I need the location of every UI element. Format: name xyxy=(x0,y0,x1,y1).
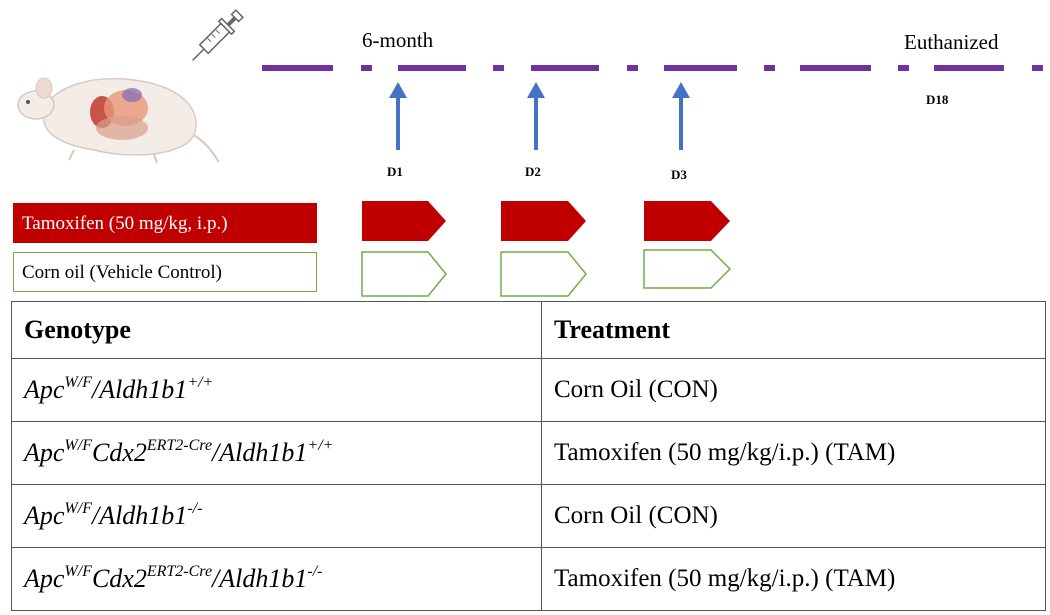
syringe-icon xyxy=(192,9,244,61)
allele-superscript: +/+ xyxy=(307,437,334,454)
genotype-cell: ApcW/F/Aldh1b1-/- xyxy=(11,484,542,548)
arrow-d2 xyxy=(527,82,545,150)
day-label-end: D18 xyxy=(926,92,949,107)
treatment-cell: Tamoxifen (50 mg/kg/i.p.) (TAM) xyxy=(541,547,1046,611)
dose-markers xyxy=(361,201,732,297)
day-label-d2: D2 xyxy=(525,164,541,179)
allele-superscript: +/+ xyxy=(187,374,214,391)
treatment-cell: Corn Oil (CON) xyxy=(541,358,1046,422)
genotype-treatment-table: Genotype Treatment ApcW/F/Aldh1b1+/+ Cor… xyxy=(11,301,1046,611)
corn-oil-dose-d1 xyxy=(361,251,447,297)
allele-superscript: W/F xyxy=(64,500,92,517)
tamoxifen-dose-d3 xyxy=(644,201,730,241)
gene-name: Cdx2 xyxy=(91,564,147,593)
genotype-cell: ApcW/F/Aldh1b1+/+ xyxy=(11,358,542,422)
gene-name: Cdx2 xyxy=(91,438,147,467)
gene-name: Apc xyxy=(24,501,65,530)
table-row: ApcW/F/Aldh1b1+/+ Corn Oil (CON) xyxy=(11,358,1046,422)
genotype-cell: ApcW/FCdx2ERT2-Cre/Aldh1b1+/+ xyxy=(11,421,542,485)
allele-superscript: W/F xyxy=(64,437,92,454)
arrow-d1 xyxy=(389,82,407,150)
table-row: ApcW/FCdx2ERT2-Cre/Aldh1b1+/+ Tamoxifen … xyxy=(11,421,1046,485)
tamoxifen-dose-d2 xyxy=(501,201,586,241)
treatment-cell: Tamoxifen (50 mg/kg/i.p.) (TAM) xyxy=(541,421,1046,485)
timeline-start-label: 6-month xyxy=(362,28,434,52)
corn-oil-dose-d3 xyxy=(643,249,732,289)
table-header-row: Genotype Treatment xyxy=(11,301,1046,359)
gene-name: /Aldh1b1 xyxy=(212,564,308,593)
corn-oil-dose-d2 xyxy=(500,251,587,297)
allele-superscript: W/F xyxy=(64,374,92,391)
gene-name: Apc xyxy=(24,564,65,593)
timeline-line xyxy=(262,65,1043,150)
gene-name: /Aldh1b1 xyxy=(91,501,188,530)
timeline-end-label: Euthanized xyxy=(904,30,999,54)
allele-superscript: ERT2-Cre xyxy=(146,437,213,454)
table-row: ApcW/F/Aldh1b1-/- Corn Oil (CON) xyxy=(11,484,1046,548)
tamoxifen-dose-d1 xyxy=(362,201,446,241)
allele-superscript: ERT2-Cre xyxy=(146,563,213,580)
header-genotype: Genotype xyxy=(11,301,542,359)
legend-tamoxifen: Tamoxifen (50 mg/kg, i.p.) xyxy=(13,203,317,243)
allele-superscript: -/- xyxy=(187,500,203,517)
gene-name: /Aldh1b1 xyxy=(212,438,308,467)
genotype-cell: ApcW/FCdx2ERT2-Cre/Aldh1b1-/- xyxy=(11,547,542,611)
mouse-illustration xyxy=(17,77,220,164)
allele-superscript: W/F xyxy=(64,563,92,580)
legend-corn-oil: Corn oil (Vehicle Control) xyxy=(13,252,317,292)
gene-name: /Aldh1b1 xyxy=(91,375,188,404)
arrow-d3 xyxy=(672,82,690,150)
day-label-d1: D1 xyxy=(387,164,403,179)
header-treatment: Treatment xyxy=(541,301,1046,359)
gene-name: Apc xyxy=(24,438,65,467)
allele-superscript: -/- xyxy=(307,563,323,580)
treatment-cell: Corn Oil (CON) xyxy=(541,484,1046,548)
day-label-d3: D3 xyxy=(671,167,687,182)
table-row: ApcW/FCdx2ERT2-Cre/Aldh1b1-/- Tamoxifen … xyxy=(11,547,1046,611)
gene-name: Apc xyxy=(24,375,65,404)
